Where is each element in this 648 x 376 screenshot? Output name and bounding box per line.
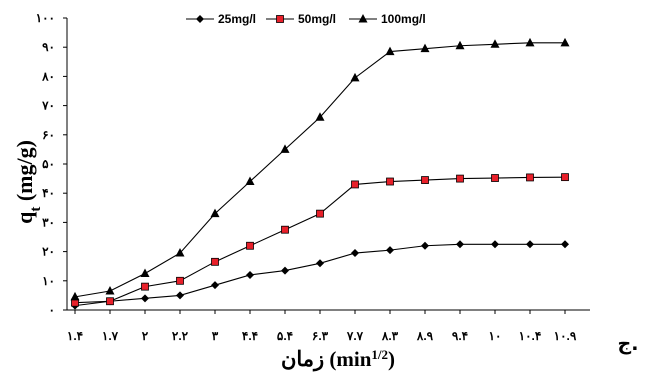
y-tick-label: ۸۰ bbox=[41, 69, 55, 83]
data-point-square bbox=[561, 173, 569, 182]
data-point-triangle bbox=[420, 43, 430, 53]
x-tick-label: ۲.۲ bbox=[172, 329, 189, 343]
data-point-square bbox=[386, 177, 394, 186]
data-point-square bbox=[176, 276, 184, 285]
x-tick-label: ۱.۷ bbox=[102, 329, 119, 343]
data-point-triangle bbox=[455, 40, 465, 50]
legend-label: 50mg/l bbox=[298, 12, 336, 26]
data-point-square bbox=[276, 15, 284, 23]
legend-label: 100mg/l bbox=[381, 12, 426, 26]
data-point-triangle bbox=[490, 39, 500, 48]
x-tick-label: ۵.۴ bbox=[277, 329, 293, 343]
y-axis: ۰ ۱۰ ۲۰ ۳۰ ۴۰ ۵۰ ۶۰ ۷۰ ۸۰ ۹۰ ۱۰۰ bbox=[36, 11, 68, 317]
data-point-square bbox=[246, 241, 254, 250]
x-tick-label: ۱۰.۴ bbox=[519, 329, 542, 343]
legend-label: 25mg/l bbox=[218, 12, 256, 26]
data-point-diamond bbox=[246, 270, 254, 279]
y-tick-label: ۱۰۰ bbox=[36, 11, 55, 25]
y-tick-label: ۱۰ bbox=[42, 274, 55, 288]
y-tick-label: ۶۰ bbox=[42, 128, 55, 142]
data-point-square bbox=[421, 176, 429, 184]
series-50mg/l bbox=[71, 173, 569, 307]
data-point-triangle bbox=[350, 72, 360, 82]
plot-area bbox=[70, 37, 570, 310]
data-point-square bbox=[281, 225, 289, 234]
data-point-square bbox=[106, 297, 114, 306]
data-point-diamond bbox=[491, 240, 499, 249]
panel-label: ج. bbox=[618, 333, 639, 355]
data-point-triangle bbox=[70, 291, 80, 301]
data-point-square bbox=[351, 180, 359, 189]
y-tick-label: ۳۰ bbox=[42, 215, 55, 229]
data-point-diamond bbox=[421, 241, 429, 250]
y-tick-label: ۹۰ bbox=[42, 40, 55, 54]
data-point-triangle bbox=[358, 14, 368, 23]
series-line bbox=[74, 243, 565, 307]
data-point-triangle bbox=[105, 286, 115, 295]
data-point-diamond bbox=[456, 240, 464, 249]
y-tick-label: ۰ bbox=[49, 303, 55, 317]
data-point-diamond bbox=[351, 249, 359, 258]
data-point-diamond bbox=[316, 259, 324, 268]
data-point-square bbox=[141, 282, 149, 291]
x-axis: ۱.۴ ۱.۷ ۲ ۲.۲ ۳ ۴.۴ ۵.۴ ۶.۳ ۷.۷ ۸.۳ ۸.۹ ۹.۴ ۱۰ ۱۰.۴ ۱۰… bbox=[67, 309, 590, 343]
x-tick-label: ۸.۳ bbox=[381, 329, 399, 343]
legend: 25mg/l 50mg/l 100mg/l bbox=[186, 12, 426, 26]
data-point-triangle bbox=[280, 144, 290, 153]
x-tick-label: ۱۰.۹ bbox=[554, 329, 577, 343]
data-point-triangle bbox=[245, 176, 255, 186]
x-tick-label: ۱۰ bbox=[489, 329, 502, 343]
data-point-diamond bbox=[561, 240, 569, 249]
x-tick-label: ۷.۷ bbox=[346, 329, 364, 343]
y-tick-label: ۷۰ bbox=[41, 99, 55, 113]
y-tick-label: ۴۰ bbox=[42, 186, 55, 200]
legend-item: 25mg/l bbox=[186, 12, 256, 26]
series-25mg/l bbox=[71, 240, 569, 310]
y-tick-label: ۵۰ bbox=[42, 157, 55, 171]
x-tick-label: ۹.۴ bbox=[452, 329, 468, 343]
data-point-diamond bbox=[211, 281, 219, 290]
x-tick-label: ۱.۴ bbox=[67, 329, 83, 343]
legend-item: 100mg/l bbox=[349, 12, 426, 26]
x-axis-label: زمان (min1/2) bbox=[281, 347, 395, 373]
data-point-square bbox=[491, 174, 499, 182]
data-point-diamond bbox=[196, 15, 204, 23]
data-point-triangle bbox=[315, 112, 325, 121]
x-tick-label: ۲ bbox=[142, 329, 149, 343]
data-point-diamond bbox=[281, 266, 289, 275]
data-point-triangle bbox=[210, 208, 220, 218]
data-point-triangle bbox=[175, 248, 185, 257]
data-point-triangle bbox=[525, 37, 535, 47]
legend-item: 50mg/l bbox=[266, 12, 336, 26]
x-tick-label: ۸.۹ bbox=[416, 329, 434, 343]
x-tick-label: ۳ bbox=[212, 329, 219, 343]
x-tick-label: ۶.۳ bbox=[312, 329, 329, 343]
data-point-diamond bbox=[176, 291, 184, 300]
y-tick-label: ۲۰ bbox=[42, 245, 55, 259]
data-point-square bbox=[316, 209, 324, 218]
data-point-square bbox=[526, 173, 534, 182]
data-point-triangle bbox=[140, 268, 150, 277]
y-axis-label: qt (mg/g) bbox=[12, 140, 44, 224]
data-point-diamond bbox=[386, 246, 394, 255]
data-point-square bbox=[211, 257, 219, 266]
x-tick-label: ۴.۴ bbox=[242, 329, 258, 343]
data-point-diamond bbox=[141, 294, 149, 303]
data-point-diamond bbox=[526, 240, 534, 249]
data-point-triangle bbox=[385, 46, 395, 56]
series-line bbox=[74, 42, 565, 298]
series-100mg/l bbox=[70, 37, 570, 301]
data-point-triangle bbox=[560, 37, 570, 47]
data-point-square bbox=[456, 174, 464, 183]
